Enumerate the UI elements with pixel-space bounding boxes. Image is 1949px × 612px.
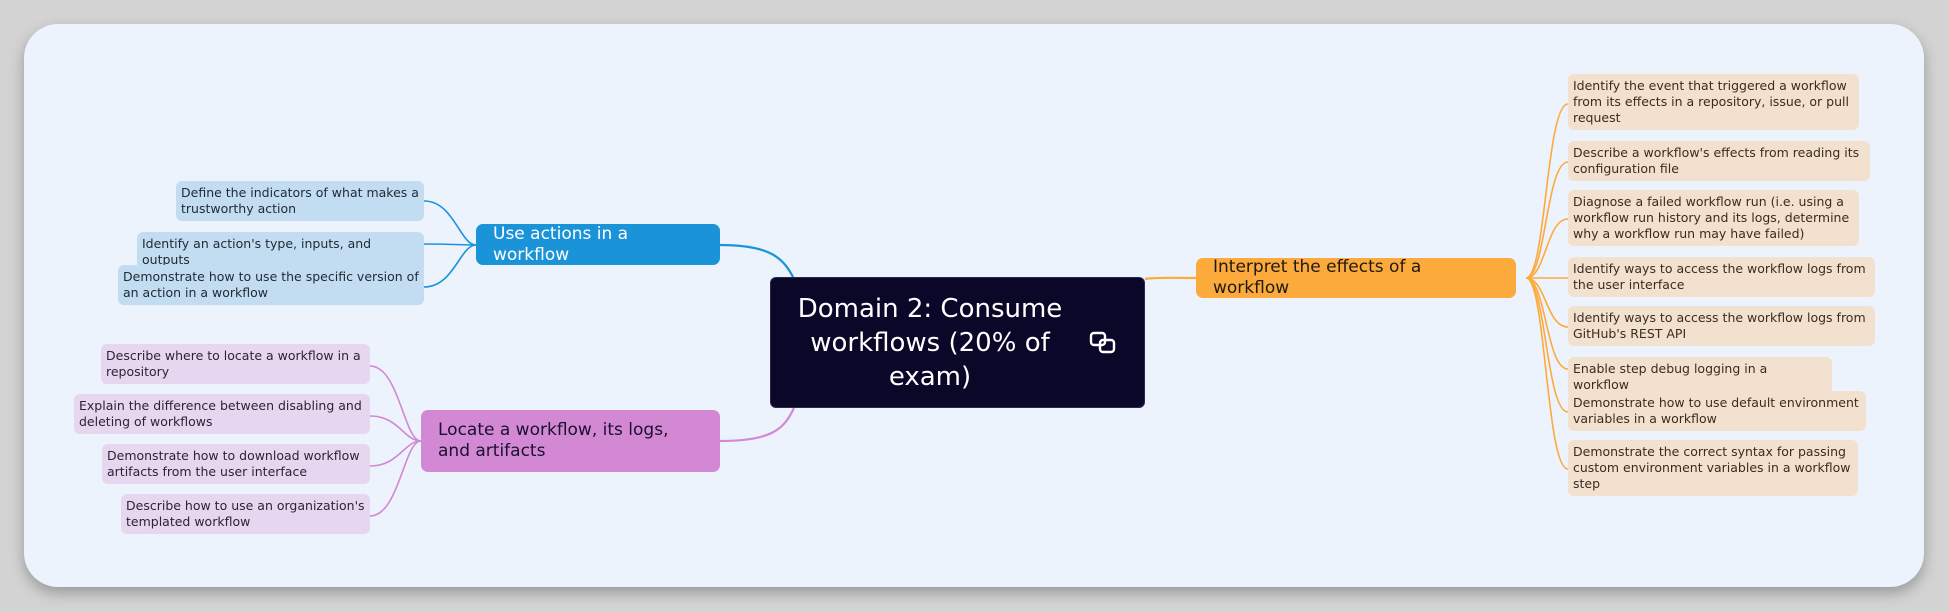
leaf-effects-from-config[interactable]: Describe a workflow's effects from readi… (1568, 141, 1870, 181)
connectors-actions (423, 200, 477, 288)
connector-lines (369, 103, 1569, 517)
leaf-locate-workflow[interactable]: Describe where to locate a workflow in a… (101, 344, 370, 384)
leaf-custom-env-vars[interactable]: Demonstrate the correct syntax for passi… (1568, 440, 1858, 496)
root-topic[interactable]: Domain 2: Consume workflows (20% of exam… (770, 277, 1145, 408)
leaf-logs-user-interface[interactable]: Identify ways to access the workflow log… (1568, 257, 1875, 297)
connectors-locate (369, 365, 422, 517)
leaf-logs-rest-api[interactable]: Identify ways to access the workflow log… (1568, 306, 1875, 346)
connector-root-actions (719, 243, 795, 280)
leaf-disable-vs-delete[interactable]: Explain the difference between disabling… (74, 394, 370, 434)
connector-root-locate (719, 407, 795, 443)
root-title: Domain 2: Consume workflows (20% of exam… (797, 294, 1063, 392)
linked-topics-icon[interactable] (1088, 328, 1118, 358)
branch-interpret-effects[interactable]: Interpret the effects of a workflow (1196, 257, 1516, 298)
connectors-interpret (1525, 103, 1569, 470)
leaf-default-env-vars[interactable]: Demonstrate how to use default environme… (1568, 391, 1866, 431)
leaf-triggering-event[interactable]: Identify the event that triggered a work… (1568, 74, 1859, 130)
branch-locate-workflow[interactable]: Locate a workflow, its logs, and artifac… (421, 410, 720, 472)
leaf-specific-version[interactable]: Demonstrate how to use the specific vers… (118, 265, 424, 305)
leaf-diagnose-failed-run[interactable]: Diagnose a failed workflow run (i.e. usi… (1568, 190, 1859, 246)
leaf-trustworthy-action[interactable]: Define the indicators of what makes a tr… (176, 181, 424, 221)
branch-use-actions[interactable]: Use actions in a workflow (476, 224, 720, 265)
leaf-step-debug-logging[interactable]: Enable step debug logging in a workflow (1568, 357, 1832, 397)
connector-root-interpret (1144, 276, 1197, 281)
leaf-templated-workflow[interactable]: Describe how to use an organization's te… (121, 494, 370, 534)
leaf-download-artifacts[interactable]: Demonstrate how to download workflow art… (102, 444, 370, 484)
mind-map-canvas: Domain 2: Consume workflows (20% of exam… (24, 24, 1924, 587)
